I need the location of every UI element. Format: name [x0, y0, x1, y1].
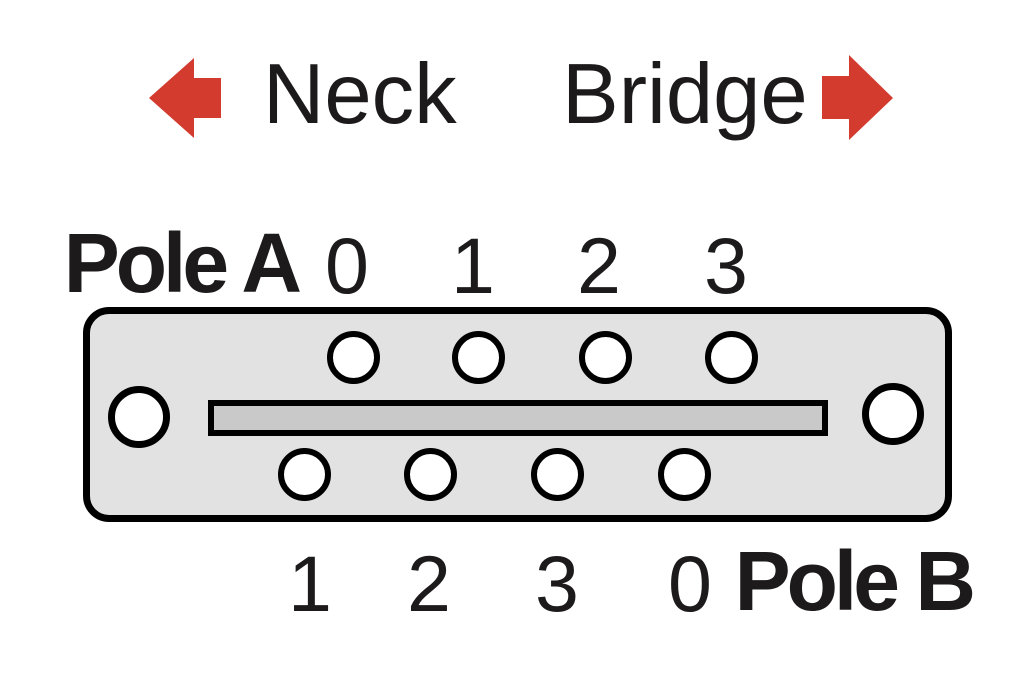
arrow-right-shape	[822, 55, 893, 140]
pole-a-terminal-hole-0	[327, 331, 380, 384]
mounting-hole-right	[862, 383, 924, 445]
bridge-label: Bridge	[562, 47, 808, 142]
pole-b-terminal-hole-2	[404, 448, 457, 501]
pole-a-terminal-hole-3	[705, 331, 758, 384]
pole-a-label: Pole A	[63, 216, 302, 310]
arrow-left-shape	[149, 58, 221, 138]
pole-b-terminal-hole-3	[531, 448, 584, 501]
pole-b-terminal-hole-0	[658, 448, 711, 501]
pole-a-terminal-label-0: 0	[325, 221, 369, 310]
pole-a-terminal-label-2: 2	[577, 221, 621, 310]
pole-b-terminal-hole-1	[278, 448, 331, 501]
pole-b-label: Pole B	[734, 534, 976, 628]
pole-a-terminal-label-1: 1	[451, 221, 495, 310]
pole-b-terminal-label-2: 2	[407, 539, 451, 628]
lever-slot	[208, 400, 828, 436]
pole-a-terminal-hole-1	[452, 331, 505, 384]
pole-b-terminal-label-3: 3	[535, 539, 579, 628]
mounting-hole-left	[108, 386, 170, 448]
pole-b-terminal-label-1: 1	[288, 539, 332, 628]
pole-b-terminal-label-0: 0	[668, 539, 712, 628]
neck-direction-arrow-icon	[149, 58, 221, 138]
neck-label: Neck	[263, 47, 457, 142]
bridge-direction-arrow-icon	[822, 55, 893, 140]
pole-a-terminal-label-3: 3	[704, 221, 748, 310]
pole-a-terminal-hole-2	[579, 331, 632, 384]
